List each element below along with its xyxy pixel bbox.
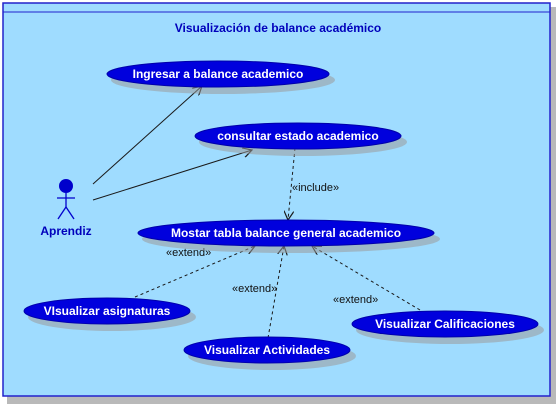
usecase-label: Visualizar Calificaciones: [375, 317, 515, 331]
actor-aprendiz[interactable]: Aprendiz: [40, 179, 92, 238]
extend-label-actividades: «extend»: [232, 283, 277, 295]
extend-label-calificaciones: «extend»: [333, 294, 378, 306]
usecase-ellipse: [183, 336, 351, 364]
usecase-asignaturas[interactable]: VIsualizar asignaturas: [23, 297, 196, 331]
include-relation: [288, 147, 296, 220]
actor-head-icon: [59, 179, 73, 193]
usecase-actividades[interactable]: Visualizar Actividades: [183, 336, 356, 370]
association-ingresar: [92, 86, 202, 185]
association-consultar: [92, 150, 252, 201]
extend-relation-asignaturas: [134, 246, 255, 298]
system-title: Visualización de balance académico: [175, 21, 382, 35]
usecase-ellipse: [194, 122, 402, 150]
usecase-ellipse: [23, 297, 191, 325]
usecase-label: VIsualizar asignaturas: [44, 304, 171, 318]
usecase-label: consultar estado academico: [217, 129, 378, 143]
usecase-ellipse: [351, 310, 539, 338]
usecase-ellipse: [137, 219, 435, 247]
actor-name: Aprendiz: [40, 224, 91, 238]
actor-leg-right: [65, 206, 75, 220]
usecase-label: Ingresar a balance academico: [133, 67, 304, 81]
usecase-mostrar[interactable]: Mostar tabla balance general academico: [137, 219, 440, 253]
usecase-label: Mostar tabla balance general academico: [171, 226, 401, 240]
usecase-ingresar[interactable]: Ingresar a balance academico: [106, 60, 335, 94]
usecase-calificaciones[interactable]: Visualizar Calificaciones: [351, 310, 544, 344]
usecase-consultar[interactable]: consultar estado academico: [194, 122, 407, 156]
usecase-ellipse: [106, 60, 330, 88]
extend-relation-calificaciones: [312, 246, 421, 311]
actor-leg-left: [57, 206, 67, 220]
include-label: «include»: [292, 182, 339, 194]
usecase-label: Visualizar Actividades: [204, 343, 330, 357]
